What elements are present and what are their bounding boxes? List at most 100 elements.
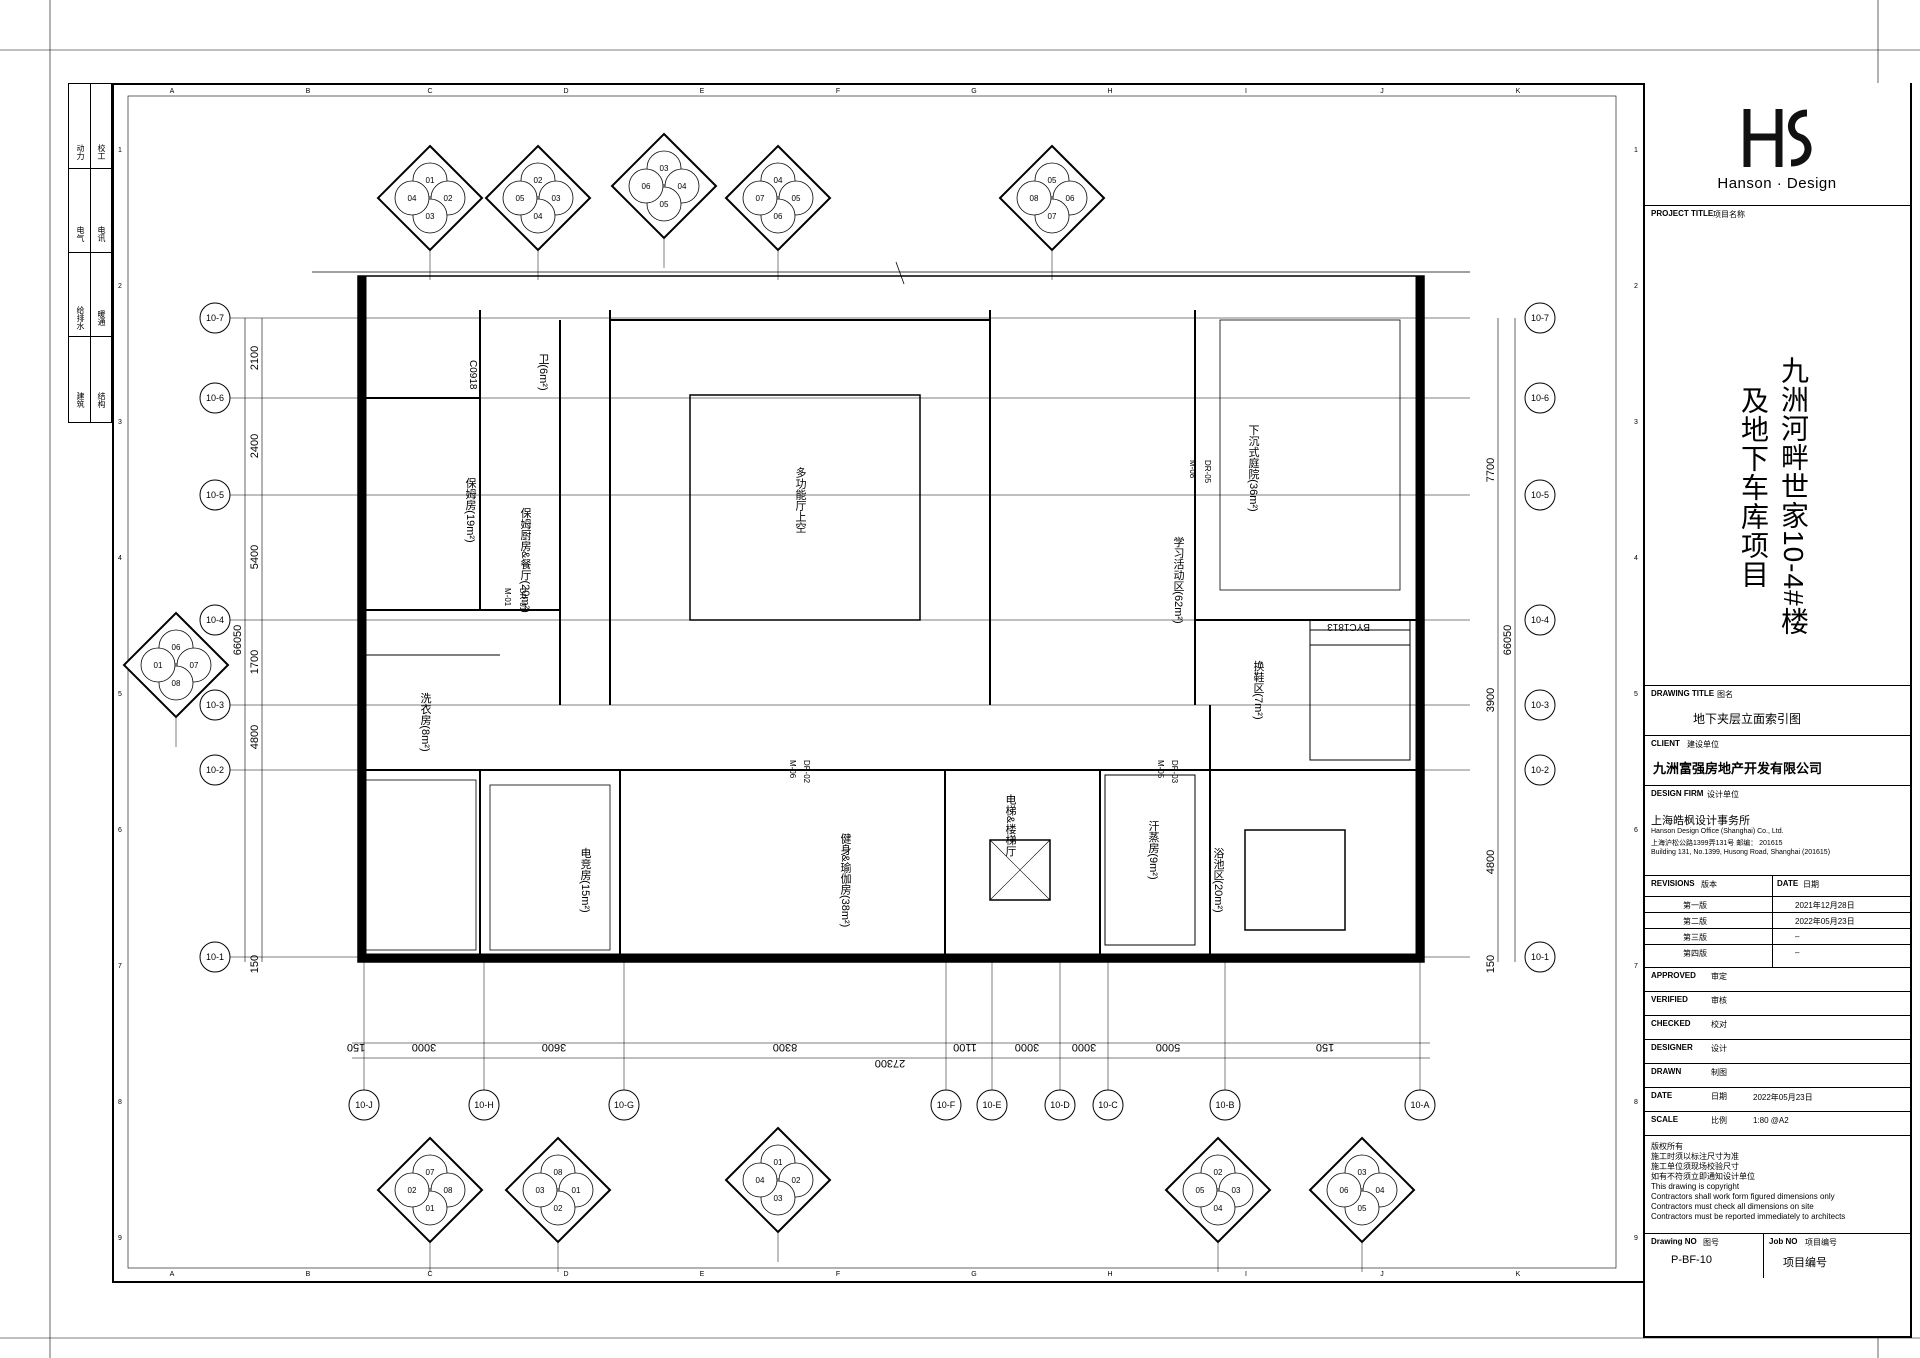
- grid-letter: F: [836, 1271, 840, 1278]
- index-diamond: [1164, 1136, 1272, 1244]
- index-circle: [742, 180, 778, 216]
- axis-bubble: [976, 1089, 1008, 1121]
- index-circle: [394, 1172, 430, 1208]
- dimension-label: 7700: [1485, 458, 1497, 482]
- checked-label-cn: 校对: [1711, 1020, 1727, 1029]
- index-circle: [394, 180, 430, 216]
- revision-row: 第三版 –: [1645, 928, 1910, 945]
- courtyard-planter: [1219, 319, 1401, 591]
- shower-enclosure: [1309, 629, 1411, 761]
- index-number: 06: [642, 182, 651, 191]
- checked-label: CHECKED: [1651, 1019, 1691, 1028]
- drawing-no-label-cn: 图号: [1703, 1238, 1719, 1247]
- revision-row: 第四版 –: [1645, 944, 1910, 961]
- note-line: This drawing is copyright: [1651, 1182, 1740, 1191]
- index-circle: [1326, 1172, 1362, 1208]
- grid-letter: A: [170, 88, 175, 95]
- index-number: 07: [756, 194, 765, 203]
- dimension-label: 150: [347, 1041, 365, 1053]
- revision-name: 第三版: [1683, 933, 1707, 942]
- grid-number: 2: [1634, 283, 1638, 290]
- index-number: 02: [444, 194, 453, 203]
- break-mark: [895, 261, 905, 285]
- room-label: 汗蒸房(9m²): [1147, 820, 1160, 880]
- dimension-label: 3000: [412, 1041, 436, 1053]
- axis-bubble: [468, 1089, 500, 1121]
- index-number: 01: [572, 1186, 581, 1195]
- axis-bubble: [199, 754, 231, 786]
- dimension-label: 5000: [1156, 1041, 1180, 1053]
- index-circle: [628, 168, 664, 204]
- stamp-column: 动力 校工 电气 电讯 给排水 暖通 建筑 结构: [68, 83, 112, 423]
- axis-bubble: [1524, 479, 1556, 511]
- job-no-label-cn: 项目编号: [1805, 1238, 1837, 1247]
- axis-bubble: [199, 941, 231, 973]
- dimension-total-label: 66050: [232, 625, 244, 656]
- index-diamond: [504, 1136, 612, 1244]
- index-number: 02: [554, 1204, 563, 1213]
- grid-letter: A: [170, 1271, 175, 1278]
- grid-letter: C: [427, 88, 432, 95]
- stair: [365, 779, 477, 951]
- axis-label: 10-H: [474, 1100, 494, 1110]
- hs-logo-icon: [1743, 109, 1812, 167]
- note-line: Contractors must check all dimensions on…: [1651, 1202, 1814, 1211]
- axis-bubble: [1524, 604, 1556, 636]
- grid-letter: I: [1245, 1271, 1247, 1278]
- sauna-room: [1104, 774, 1196, 946]
- index-number: 05: [1196, 1186, 1205, 1195]
- axis-label: 10-5: [206, 490, 224, 500]
- axis-label: 10-F: [937, 1100, 956, 1110]
- index-number: 03: [552, 194, 561, 203]
- grid-letter: F: [836, 88, 840, 95]
- client-label: CLIENT: [1651, 739, 1680, 748]
- index-diamond: [724, 1126, 832, 1234]
- index-circle: [1182, 1172, 1218, 1208]
- axis-bubble: [1524, 754, 1556, 786]
- grid-letter: C: [427, 1271, 432, 1278]
- notes-section: 版权所有 施工时须以标注尺寸为准 施工单位须现场校验尺寸 如有不符须立即通知设计…: [1645, 1135, 1910, 1225]
- dimension-label: 150: [1485, 955, 1497, 973]
- index-number: 01: [774, 1158, 783, 1167]
- axis-label: 10-2: [206, 765, 224, 775]
- grid-letter: B: [306, 88, 311, 95]
- grid-letter: I: [1245, 88, 1247, 95]
- axis-label: 10-1: [206, 952, 224, 962]
- firm-address-en: Building 131, No.1399, Husong Road, Shan…: [1651, 849, 1831, 856]
- index-number: 06: [774, 212, 783, 221]
- room-label: 保姆房(19m²): [464, 476, 477, 543]
- room-label: 保姆厨房&餐厅(20m²): [519, 506, 532, 613]
- dimension-label: 3900: [1485, 688, 1497, 712]
- grid-number: 1: [1634, 147, 1638, 154]
- right-axis-bubbles: 10-710-610-510-410-310-210-1: [1524, 302, 1556, 973]
- index-number: 07: [426, 1168, 435, 1177]
- dimension-label: 2400: [249, 434, 261, 458]
- project-title-label: PROJECT TITLE: [1651, 209, 1714, 218]
- design-firm-label: DESIGN FIRM: [1651, 789, 1704, 798]
- dimension-total-label: 27300: [875, 1057, 906, 1069]
- axis-label: 10-G: [614, 1100, 634, 1110]
- drawing-title-section: DRAWING TITLE 图名 地下夹层立面索引图: [1645, 685, 1910, 735]
- index-number: 03: [660, 164, 669, 173]
- index-diamond: [998, 144, 1106, 252]
- room-label: 学习活动区(62m²): [1172, 535, 1185, 624]
- stamp-label: 暖通: [97, 310, 106, 326]
- room-label: 换鞋区(7m²): [1252, 659, 1265, 720]
- dimension-label: 4800: [249, 725, 261, 749]
- door-tag: DR-05: [1203, 460, 1212, 484]
- index-number: 05: [792, 194, 801, 203]
- note-line: 如有不符须立即通知设计单位: [1651, 1172, 1755, 1181]
- dimension-label: 150: [249, 955, 261, 973]
- index-circle: [140, 647, 176, 683]
- firm-address-cn: 上海沪松公路1399弄131号 邮编： 201615: [1651, 840, 1783, 847]
- grid-number: 5: [1634, 691, 1638, 698]
- axis-bubble: [1209, 1089, 1241, 1121]
- axis-bubble: [1044, 1089, 1076, 1121]
- index-diamond: [1308, 1136, 1416, 1244]
